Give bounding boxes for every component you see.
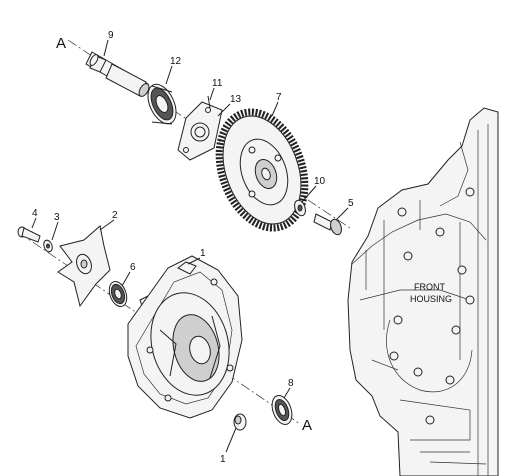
callout-4: 4 — [32, 208, 38, 219]
callout-6: 6 — [130, 262, 136, 273]
front-housing — [347, 107, 499, 476]
callout-1-pin: 1 — [220, 454, 226, 465]
part-seal-6 — [108, 280, 128, 308]
part-pin-1 — [233, 413, 247, 431]
part-impeller-2 — [57, 225, 111, 308]
callout-7: 7 — [276, 92, 282, 103]
part-bearing-12 — [147, 83, 177, 125]
leader-lines — [31, 39, 349, 453]
part-bolt-4 — [17, 226, 41, 243]
callout-10: 10 — [314, 176, 326, 187]
part-washer-10 — [294, 199, 306, 217]
axis-label-bottom: A — [302, 417, 312, 434]
callout-8: 8 — [288, 378, 294, 389]
callout-12: 12 — [170, 56, 182, 67]
part-pin-11 — [207, 95, 211, 109]
callout-3: 3 — [54, 212, 60, 223]
callout-13: 13 — [230, 94, 242, 105]
part-shaft-9 — [85, 51, 150, 97]
part-pump-housing-1 — [127, 255, 243, 419]
axis-label-top: A — [56, 35, 66, 52]
front-housing-label-line2: HOUSING — [410, 294, 452, 304]
part-seal-8 — [271, 395, 293, 425]
callout-2: 2 — [112, 210, 118, 221]
callout-1-housing: 1 — [200, 248, 206, 259]
part-retainer-plate-13 — [177, 101, 223, 161]
callout-9: 9 — [108, 30, 114, 41]
part-washer-3 — [43, 239, 53, 253]
callout-11: 11 — [212, 78, 223, 89]
part-bolt-5 — [313, 213, 342, 236]
front-housing-label-line1: FRONT — [414, 282, 445, 292]
callout-5: 5 — [348, 198, 354, 209]
part-gear-7 — [215, 108, 309, 232]
